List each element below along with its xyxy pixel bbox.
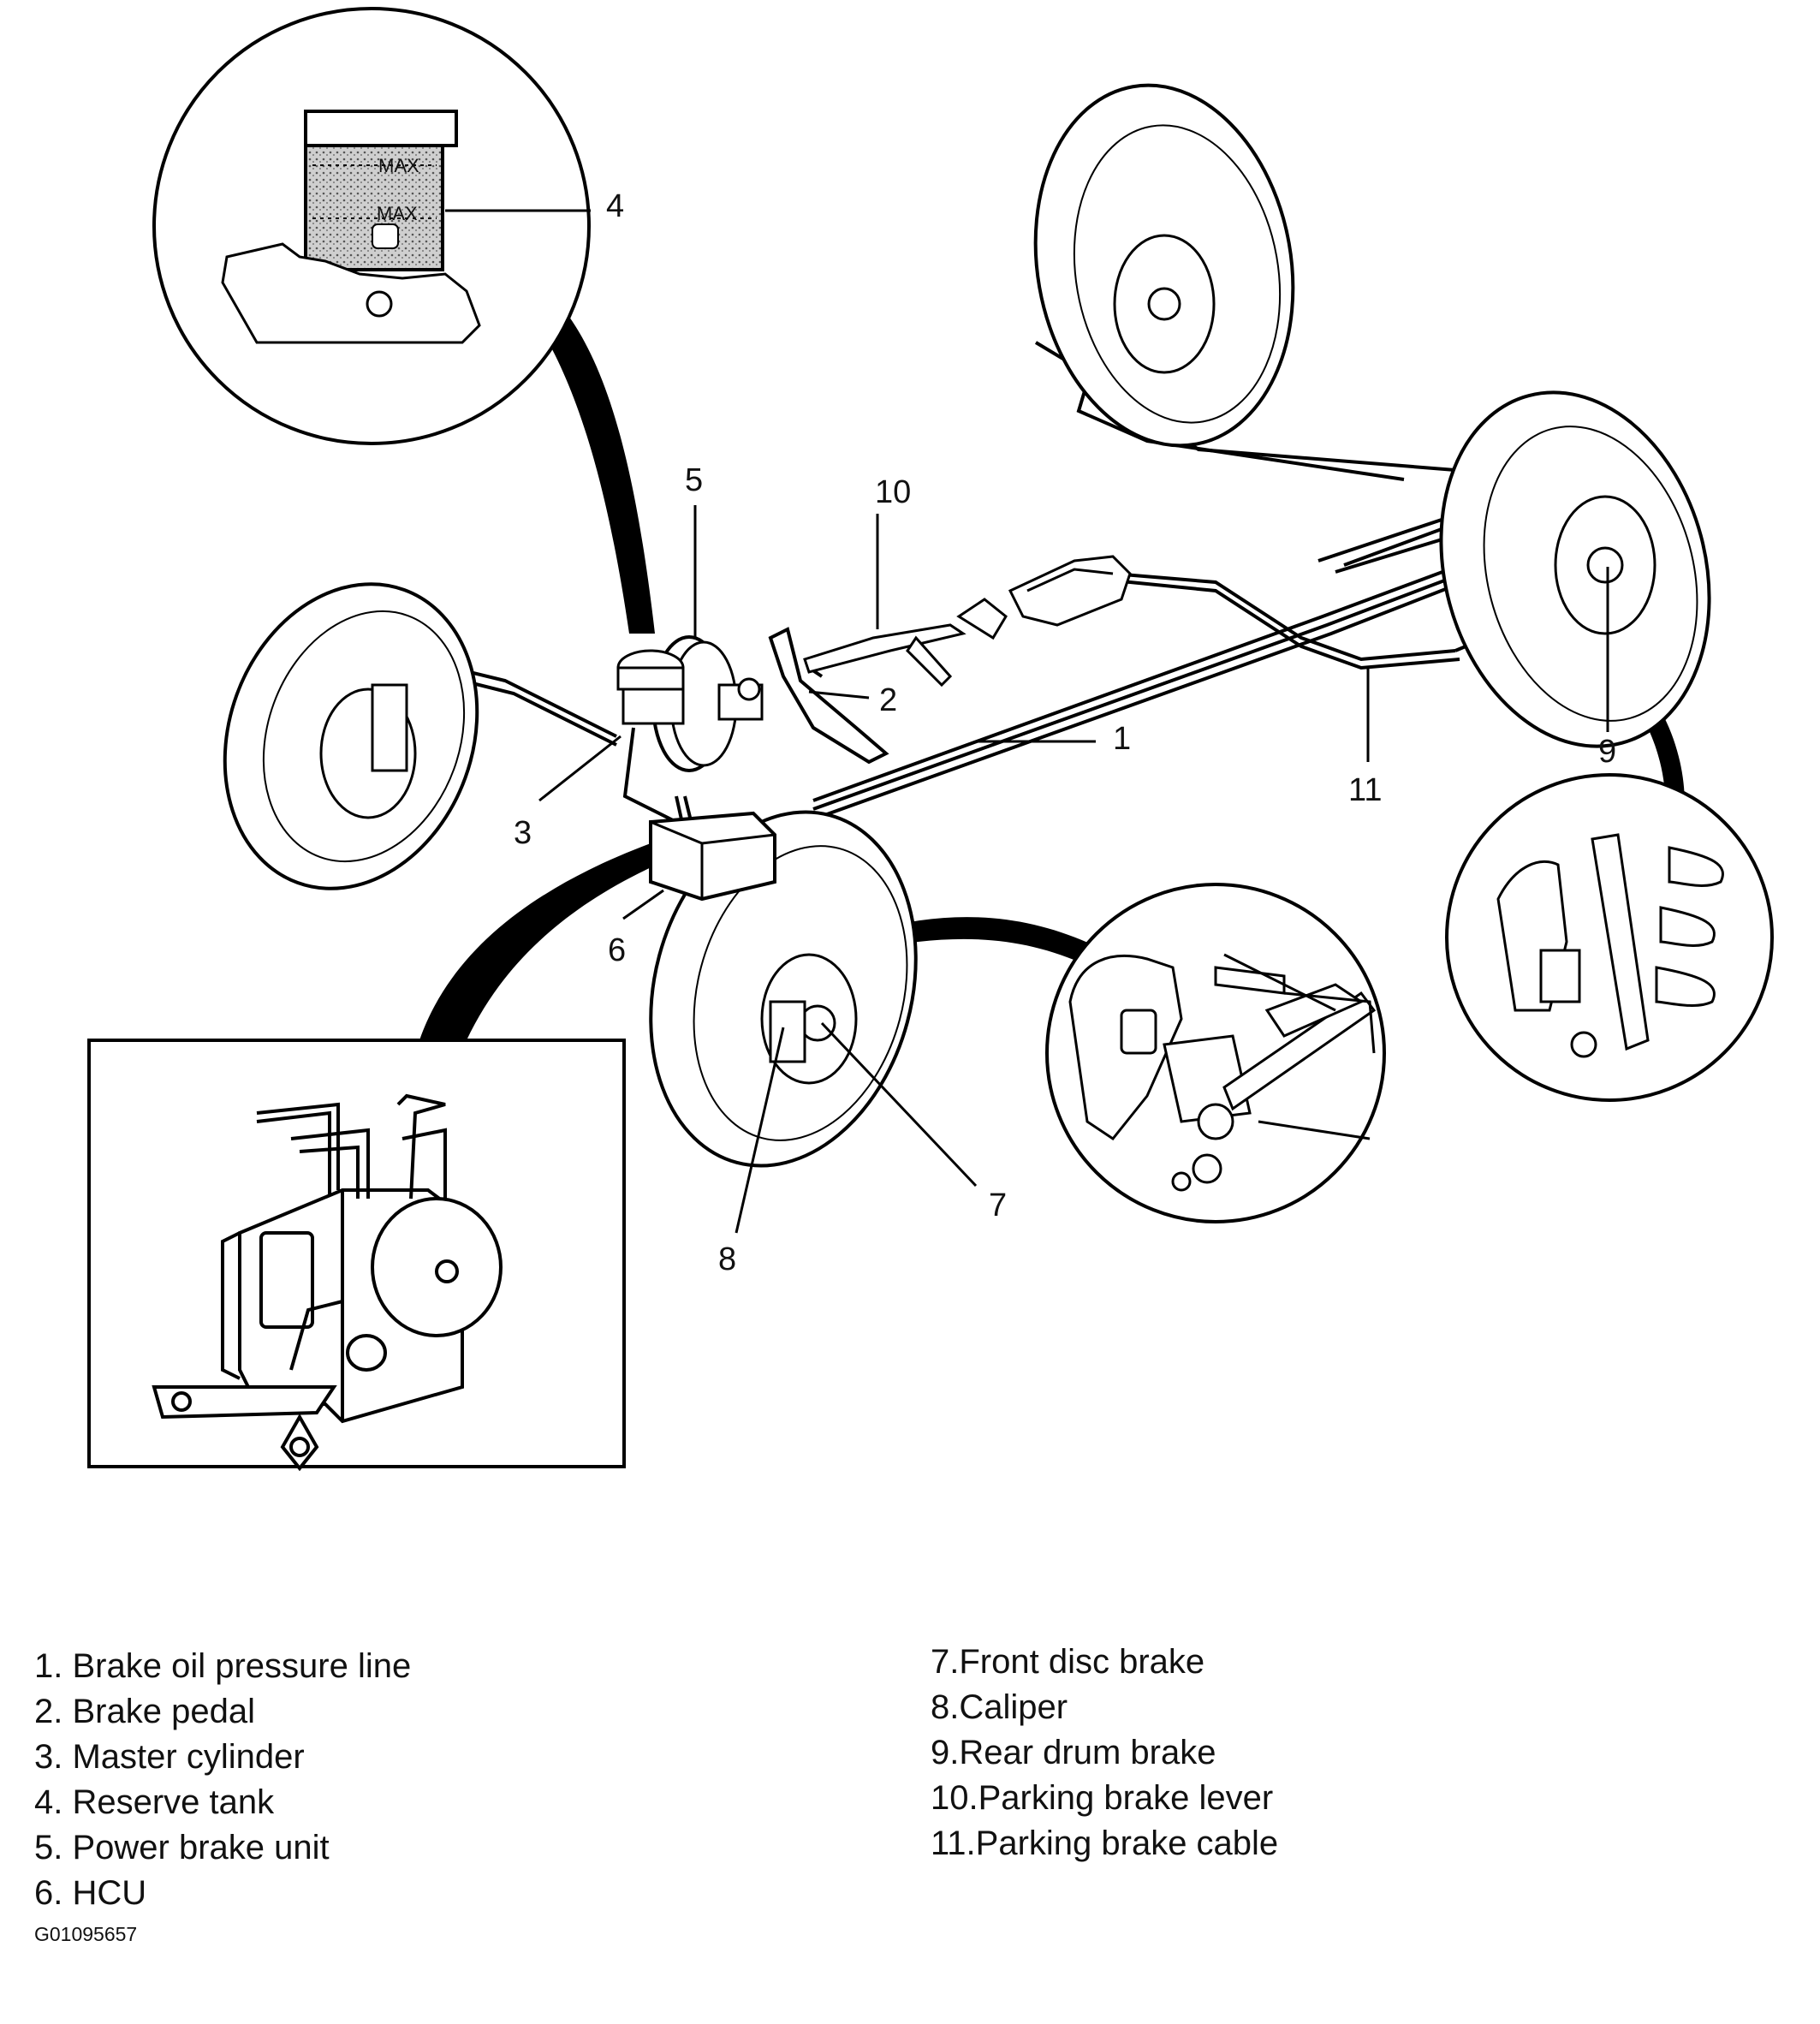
legend-item-7: 7.Front disc brake [931,1643,1205,1681]
callout-6: 6 [608,889,664,968]
legend-item-6: 6. HCU [34,1874,147,1912]
rear-drum-brake-inset [1445,773,1774,1102]
master-cylinder [616,649,685,725]
legend-item-11: 11.Parking brake cable [931,1825,1279,1862]
parking-brake-lever [803,555,1132,688]
hcu-unit [649,811,776,902]
callout-4: 4 [445,188,624,224]
callout-number-1: 1 [1113,721,1131,757]
callout-2: 2 [808,682,897,718]
reserve-tank-inset: MAX MAX [152,7,591,445]
callout-number-4: 4 [606,188,624,224]
legend-item-5: 5. Power brake unit [34,1829,330,1866]
callout-number-10: 10 [875,474,911,510]
callout-7: 7 [820,1021,1007,1223]
legend-item-4: 4. Reserve tank [34,1783,275,1821]
legend-item-8: 8.Caliper [931,1688,1068,1726]
rear-right-wheel [1033,83,1295,448]
reservoir-cap [304,110,458,147]
front-right-wheel [649,810,918,1168]
callout-number-3: 3 [514,815,532,851]
reservoir-mounting [221,242,481,344]
callout-8: 8 [718,1027,785,1277]
legend-item-10: 10.Parking brake lever [931,1779,1274,1817]
reservoir-leader-wedge [512,274,655,634]
front-disc-leader-wedge [860,917,1104,967]
callout-5: 5 [685,462,703,638]
hcu-leader-wedge [419,843,676,1040]
callout-number-5: 5 [685,462,703,498]
legend-item-9: 9.Rear drum brake [931,1734,1216,1771]
legend-item-2: 2. Brake pedal [34,1693,255,1730]
callout-number-8: 8 [718,1241,736,1277]
front-left-wheel [223,582,479,890]
callout-11: 11 [1348,666,1382,808]
callout-number-11: 11 [1348,772,1382,808]
legend-item-1: 1. Brake oil pressure line [34,1647,412,1685]
callout-number-7: 7 [989,1188,1007,1223]
callout-1: 1 [976,721,1131,757]
reservoir-max-lower-label: MAX [377,203,418,224]
legend-left-column: 1. Brake oil pressure line 2. Brake peda… [34,1644,411,1916]
legend-right-column: 7.Front disc brake 8.Caliper 9.Rear drum… [931,1640,1278,1866]
callout-number-2: 2 [879,682,897,718]
callout-number-9: 9 [1598,734,1616,770]
front-disc-brake-inset [1045,883,1386,1223]
callout-number-6: 6 [608,932,626,968]
rear-left-wheel [1439,390,1711,748]
hcu-detail-inset [87,1039,626,1472]
figure-code: G01095657 [34,1923,138,1945]
front-caliper [769,1000,806,1063]
reservoir-max-upper-label: MAX [378,155,419,176]
legend-item-3: 3. Master cylinder [34,1738,305,1776]
callout-3: 3 [514,735,622,851]
reservoir-body [304,144,444,271]
callout-10: 10 [875,474,911,629]
callout-9: 9 [1598,567,1616,770]
